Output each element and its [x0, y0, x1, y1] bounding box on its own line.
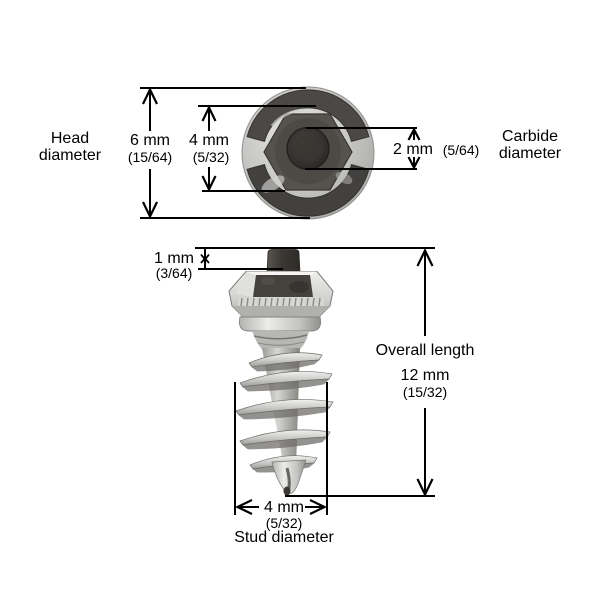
arrow-right	[309, 499, 328, 515]
arrow-up	[407, 127, 421, 141]
overall-length-value: 12 mm	[400, 367, 450, 384]
head-top-width-fraction: (5/32)	[192, 149, 230, 165]
carbide-diameter-fraction: (5/64)	[442, 142, 480, 158]
head-top-width-value: 4 mm	[189, 132, 229, 149]
stud-diameter-value: 4 mm	[264, 499, 304, 516]
flange	[238, 316, 322, 332]
overall-length-fraction: (15/32)	[402, 384, 448, 400]
head-diameter-label: Head diameter	[38, 130, 102, 164]
head-diameter-fraction: (15/64)	[127, 149, 173, 165]
arrow-down	[201, 175, 217, 193]
arrow-up-small	[200, 257, 210, 264]
carbide-diameter-label: Carbide diameter	[498, 128, 562, 162]
arrow-up	[142, 86, 158, 105]
pin-protrusion-fraction: (3/64)	[155, 265, 193, 281]
arrow-up	[201, 104, 217, 122]
overall-length-label: Overall length	[375, 342, 475, 359]
stud-side-view	[228, 249, 334, 496]
dimension-lines	[140, 86, 435, 515]
carbide-pin-side	[266, 249, 301, 274]
head-diameter-value: 6 mm	[130, 132, 170, 149]
arrow-down	[416, 478, 434, 498]
pin-protrusion-value: 1 mm	[154, 250, 194, 267]
arrow-down	[407, 156, 421, 170]
carbide-diameter-value: 2 mm	[393, 141, 433, 158]
stud-diameter-label: Stud diameter	[234, 529, 334, 546]
arrow-left	[234, 499, 253, 515]
arrow-up	[416, 247, 434, 267]
arrow-down	[142, 201, 158, 220]
stud-head-top-view	[241, 86, 375, 220]
stud-diameter-fraction: (5/32)	[265, 515, 303, 531]
